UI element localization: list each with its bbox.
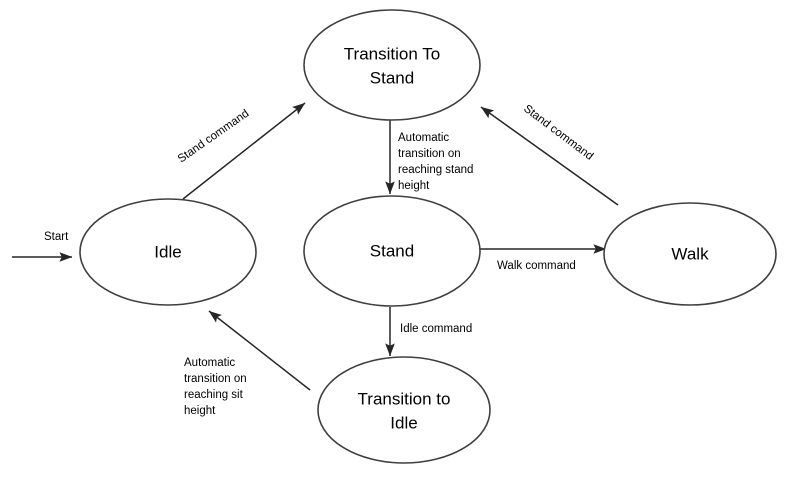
edge-label-automatic-sit-height-line4: height (184, 405, 216, 417)
edge-label-automatic-stand-height-line1: Automatic (398, 132, 449, 144)
node-transition-to-idle-shape[interactable] (317, 356, 491, 464)
node-walk[interactable]: Walk (603, 202, 777, 306)
node-transition-to-idle-label-line1: Transition to (358, 389, 451, 408)
node-walk-label: Walk (671, 244, 709, 263)
node-idle-shape[interactable] (79, 198, 257, 306)
node-stand-shape[interactable] (303, 195, 481, 307)
node-idle-label: Idle (154, 242, 181, 261)
edge-label-automatic-stand-height-line2: transition on (398, 148, 461, 160)
edge-label-automatic-sit-height-line2: transition on (184, 373, 247, 385)
edge-label-automatic-stand-height-line4: height (398, 180, 430, 192)
edge-walk-to-transition-to-stand (480, 106, 619, 206)
edge-label-automatic-sit-height: Automatic transition on reaching sit hei… (184, 357, 247, 417)
edge-label-automatic-sit-height-line1: Automatic (184, 357, 235, 369)
edge-idle-to-transition-to-stand (182, 102, 306, 200)
edge-label-stand-command-left: Stand command (176, 108, 251, 166)
edge-label-start: Start (44, 231, 69, 243)
edge-label-automatic-stand-height-line3: reaching stand (398, 164, 473, 176)
node-transition-to-stand[interactable]: Transition To Stand (303, 9, 481, 121)
node-transition-to-idle-label-line2: Idle (390, 413, 417, 432)
edge-label-stand-command-right: Stand command (521, 103, 595, 163)
edge-label-automatic-sit-height-line3: reaching sit (184, 389, 244, 401)
edge-label-automatic-stand-height: Automatic transition on reaching stand h… (398, 132, 473, 192)
edge-transition-to-idle-to-idle (208, 310, 311, 391)
nodes-layer: Idle Transition To Stand Stand Walk (79, 9, 777, 464)
node-transition-to-stand-shape[interactable] (303, 9, 481, 121)
node-stand[interactable]: Stand (303, 195, 481, 307)
node-stand-label: Stand (370, 241, 414, 260)
node-transition-to-stand-label-line1: Transition To (344, 44, 440, 63)
edges-layer (12, 102, 619, 391)
node-transition-to-idle[interactable]: Transition to Idle (317, 356, 491, 464)
node-transition-to-stand-label-line2: Stand (370, 68, 414, 87)
node-walk-shape[interactable] (603, 202, 777, 306)
node-idle[interactable]: Idle (79, 198, 257, 306)
edge-label-walk-command: Walk command (497, 260, 576, 272)
edge-label-idle-command: Idle command (400, 323, 472, 335)
